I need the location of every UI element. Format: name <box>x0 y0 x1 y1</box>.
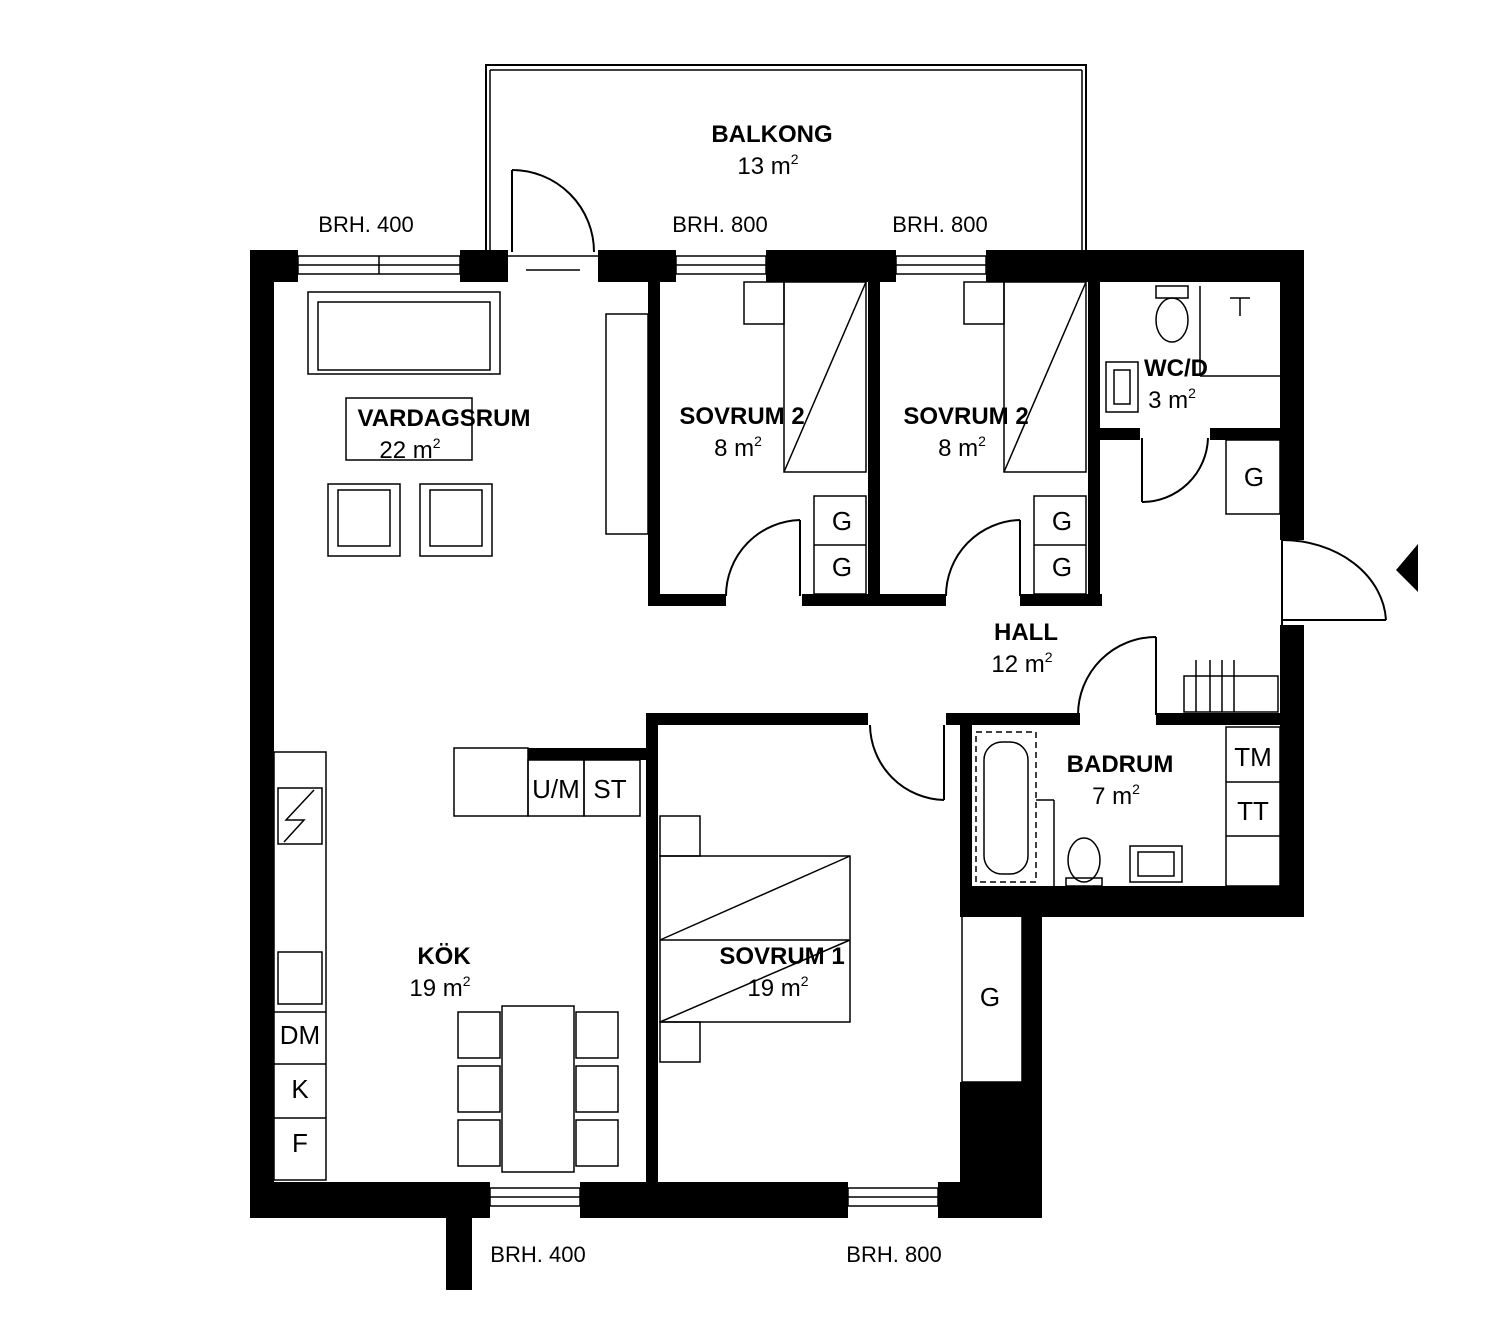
freezer-label: F <box>292 1128 308 1158</box>
closet-label: G <box>1052 552 1072 582</box>
sovrum1-area: 19 m2 <box>747 973 808 1002</box>
hall-area: 12 m2 <box>991 649 1052 678</box>
hall-name: HALL <box>994 619 1058 646</box>
closet-label: G <box>832 506 852 536</box>
balcony <box>485 64 1087 250</box>
window-label-bottom-left: BRH. 400 <box>490 1242 585 1267</box>
sovrum2a-area: 8 m2 <box>714 433 762 462</box>
closet-label: G <box>1052 506 1072 536</box>
window-labels: BRH. 400 BRH. 800 BRH. 800 BRH. 400 BRH.… <box>318 212 987 1267</box>
wcd-name: WC/D <box>1144 355 1208 382</box>
doors <box>511 169 1387 801</box>
furniture <box>273 281 1281 1181</box>
balkong-name: BALKONG <box>711 121 832 148</box>
wcd-area: 3 m2 <box>1148 385 1196 414</box>
room-labels: BALKONG 13 m2 VARDAGSRUM 22 m2 SOVRUM 2 … <box>358 121 1208 1002</box>
sovrum1-name: SOVRUM 1 <box>719 943 844 970</box>
dishwasher-label: DM <box>280 1020 320 1050</box>
window-label-top-left: BRH. 400 <box>318 212 413 237</box>
entrance-arrow-icon <box>1396 544 1418 592</box>
balkong-area: 13 m2 <box>737 151 798 180</box>
window-label-top-right: BRH. 800 <box>892 212 987 237</box>
tumble-dryer-label: TT <box>1237 796 1269 826</box>
closet-label: G <box>980 982 1000 1012</box>
sovrum2b-name: SOVRUM 2 <box>903 403 1028 430</box>
badrum-area: 7 m2 <box>1092 781 1140 810</box>
stove-label: ST <box>593 774 626 804</box>
window-label-top-mid: BRH. 800 <box>672 212 767 237</box>
vardagsrum-name: VARDAGSRUM <box>358 405 531 432</box>
vardagsrum-area: 22 m2 <box>379 435 440 464</box>
exterior-walls <box>250 250 1304 1290</box>
badrum-name: BADRUM <box>1067 751 1174 778</box>
closet-label: G <box>832 552 852 582</box>
washing-machine-label: TM <box>1234 742 1272 772</box>
appliance-labels: G G G G G G U/M ST TM TT DM K F <box>280 462 1272 1158</box>
sovrum2b-area: 8 m2 <box>938 433 986 462</box>
sovrum2a-name: SOVRUM 2 <box>679 403 804 430</box>
windows <box>297 255 987 1207</box>
fridge-label: K <box>291 1074 309 1104</box>
interior-walls <box>528 280 1282 1183</box>
closet-label: G <box>1244 462 1264 492</box>
window-label-bottom-right: BRH. 800 <box>846 1242 941 1267</box>
kok-name: KÖK <box>417 943 471 970</box>
kok-area: 19 m2 <box>409 973 470 1002</box>
washer-dryer-label: U/M <box>532 774 580 804</box>
